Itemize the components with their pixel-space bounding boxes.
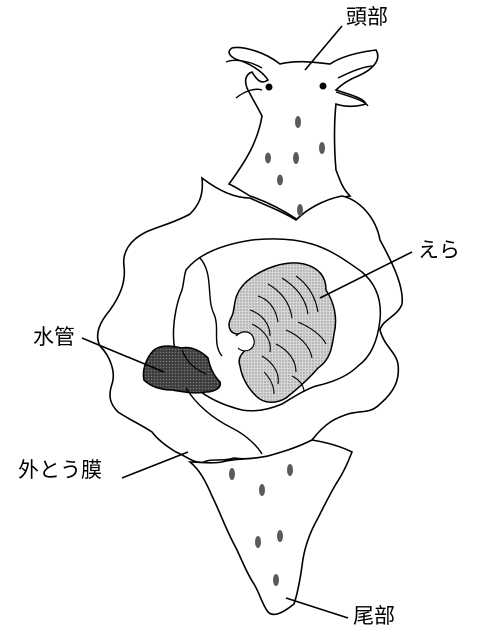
gill-loop (236, 332, 254, 351)
label-tail: 尾部 (353, 606, 395, 627)
label-mantle: 外とう膜 (18, 460, 102, 481)
eye-right (320, 83, 327, 90)
leader-tail (286, 598, 348, 618)
tail-outline (190, 440, 352, 614)
leader-mantle (122, 452, 188, 478)
label-head: 頭部 (346, 7, 388, 28)
head-outline (229, 48, 378, 220)
label-siphon: 水管 (33, 327, 75, 348)
eye-left (266, 84, 273, 91)
label-gill: えら (418, 240, 460, 261)
